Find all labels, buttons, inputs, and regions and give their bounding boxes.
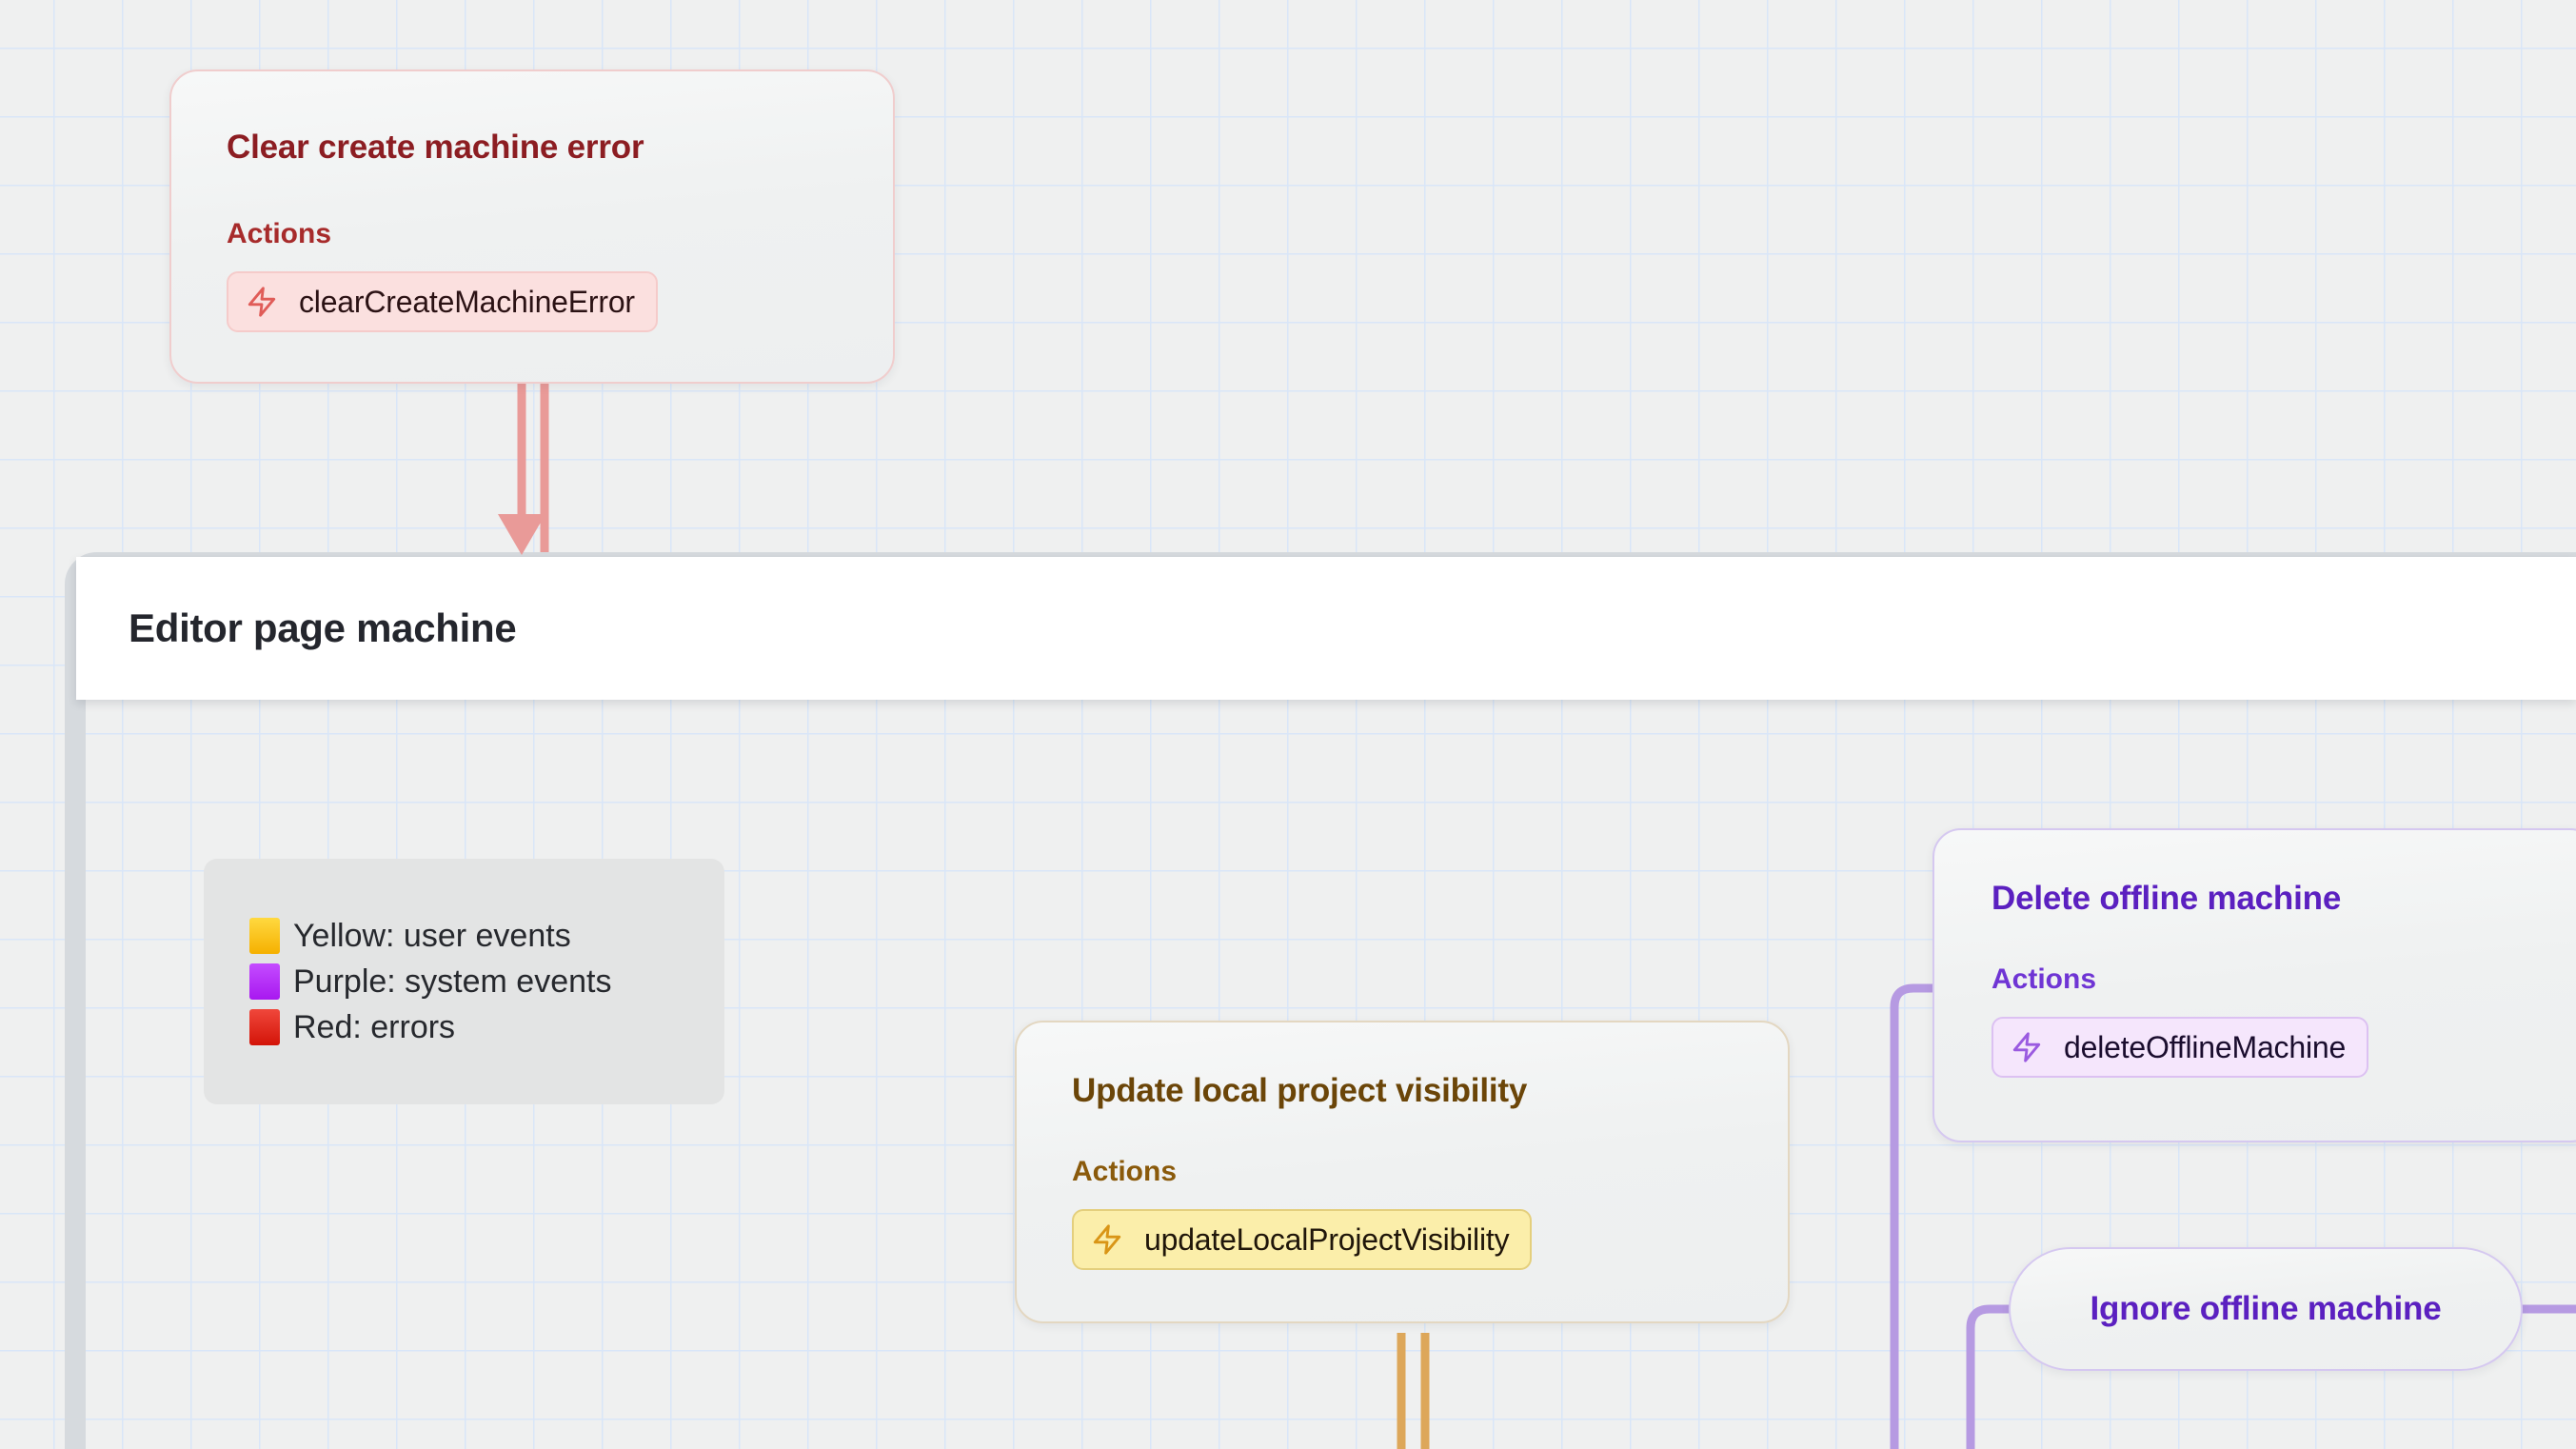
state-node-actions-label: Actions [1991, 963, 2097, 995]
machine-panel-title: Editor page machine [129, 605, 517, 650]
legend-item: Purple: system events [249, 959, 724, 1004]
state-node-actions-label: Actions [1072, 1156, 1178, 1187]
action-chip-label: updateLocalProjectVisibility [1144, 1221, 1510, 1257]
state-node-ignore-offline-machine[interactable]: Ignore offline machine [2009, 1247, 2523, 1371]
edge-clear-create-machine-error [517, 377, 549, 552]
lightning-bolt-icon [2012, 1032, 2041, 1062]
action-chip-deleteOfflineMachine[interactable]: deleteOfflineMachine [1991, 1017, 2369, 1078]
legend-item-label: Yellow: user events [293, 917, 571, 954]
state-node-title: Update local project visibility [1072, 1072, 1528, 1109]
action-chip-label: deleteOfflineMachine [2064, 1029, 2347, 1064]
legend-item-label: Purple: system events [293, 963, 612, 1000]
legend-item: Red: errors [249, 1004, 724, 1050]
action-chip-label: clearCreateMachineError [299, 284, 635, 319]
red-swatch-icon [249, 1009, 280, 1045]
state-node-actions-label: Actions [227, 218, 332, 249]
action-chip-clearCreateMachineError[interactable]: clearCreateMachineError [227, 271, 658, 332]
state-node-title: Clear create machine error [227, 129, 644, 166]
state-node-clear-create-machine-error[interactable]: Clear create machine error Actions clear… [169, 69, 895, 384]
machine-panel-header[interactable]: Editor page machine [76, 557, 2576, 700]
lightning-bolt-icon [248, 287, 276, 317]
legend-item-label: Red: errors [293, 1008, 456, 1045]
state-node-update-local-project-visibility[interactable]: Update local project visibility Actions … [1015, 1021, 1790, 1323]
state-node-delete-offline-machine[interactable]: Delete offline machine Actions deleteOff… [1932, 828, 2576, 1142]
color-legend: Yellow: user events Purple: system event… [204, 859, 724, 1104]
edge-arrowhead-red [498, 514, 545, 555]
legend-item: Yellow: user events [249, 913, 724, 959]
action-chip-updateLocalProjectVisibility[interactable]: updateLocalProjectVisibility [1072, 1209, 1533, 1270]
lightning-bolt-icon [1093, 1224, 1121, 1255]
state-node-title: Delete offline machine [1991, 880, 2342, 917]
purple-swatch-icon [249, 963, 280, 1000]
yellow-swatch-icon [249, 918, 280, 954]
state-node-title: Ignore offline machine [2090, 1290, 2442, 1327]
